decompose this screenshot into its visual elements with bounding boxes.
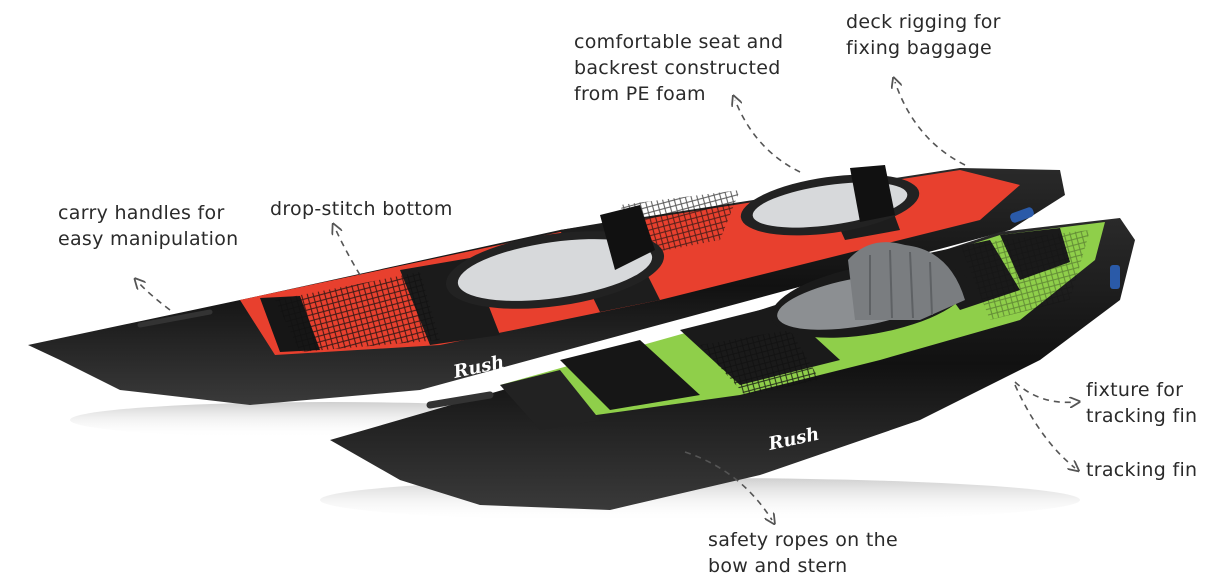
callout-line: safety ropes on the (708, 529, 898, 551)
arrow-drop-stitch (335, 228, 361, 276)
callout-deck-rigging: deck rigging for fixing baggage (846, 9, 1001, 61)
arrow-seat (735, 100, 801, 173)
callout-line: comfortable seat and (574, 31, 784, 53)
callout-carry-handles: carry handles for easy manipulation (58, 200, 239, 252)
callout-line: tracking fin (1086, 405, 1198, 427)
callout-line: carry handles for (58, 202, 225, 224)
inflatable-seat (848, 242, 965, 320)
callout-drop-stitch: drop-stitch bottom (270, 196, 453, 222)
brand-badge-icon (1110, 265, 1120, 289)
callout-line: fixing baggage (846, 37, 993, 59)
callout-arrows (138, 82, 1075, 520)
callout-line: drop-stitch bottom (270, 198, 453, 220)
arrow-tracking-fin (1014, 384, 1075, 468)
callout-safety-ropes: safety ropes on the bow and stern (708, 527, 898, 579)
red-kayak: Rush (28, 165, 1065, 405)
green-kayak: Rush (330, 218, 1135, 510)
arrow-carry-handles (138, 282, 171, 311)
callout-line: backrest constructed (574, 57, 781, 79)
callout-line: bow and stern (708, 555, 848, 577)
callout-line: from PE foam (574, 83, 706, 105)
callout-line: tracking fin (1086, 459, 1198, 481)
arrow-fin-fixture (1014, 381, 1075, 402)
callout-tracking-fin: tracking fin (1086, 457, 1197, 483)
callout-line: fixture for (1086, 379, 1184, 401)
callout-line: easy manipulation (58, 228, 239, 250)
callout-line: deck rigging for (846, 11, 1001, 33)
carry-handle-icon (426, 391, 494, 409)
arrow-deck-rigging (895, 82, 966, 166)
callout-seat: comfortable seat and backrest constructe… (574, 29, 783, 107)
callout-fin-fixture: fixture for tracking fin (1086, 377, 1197, 429)
arrow-safety-ropes (684, 451, 772, 520)
brand-badge-icon (1010, 207, 1034, 223)
